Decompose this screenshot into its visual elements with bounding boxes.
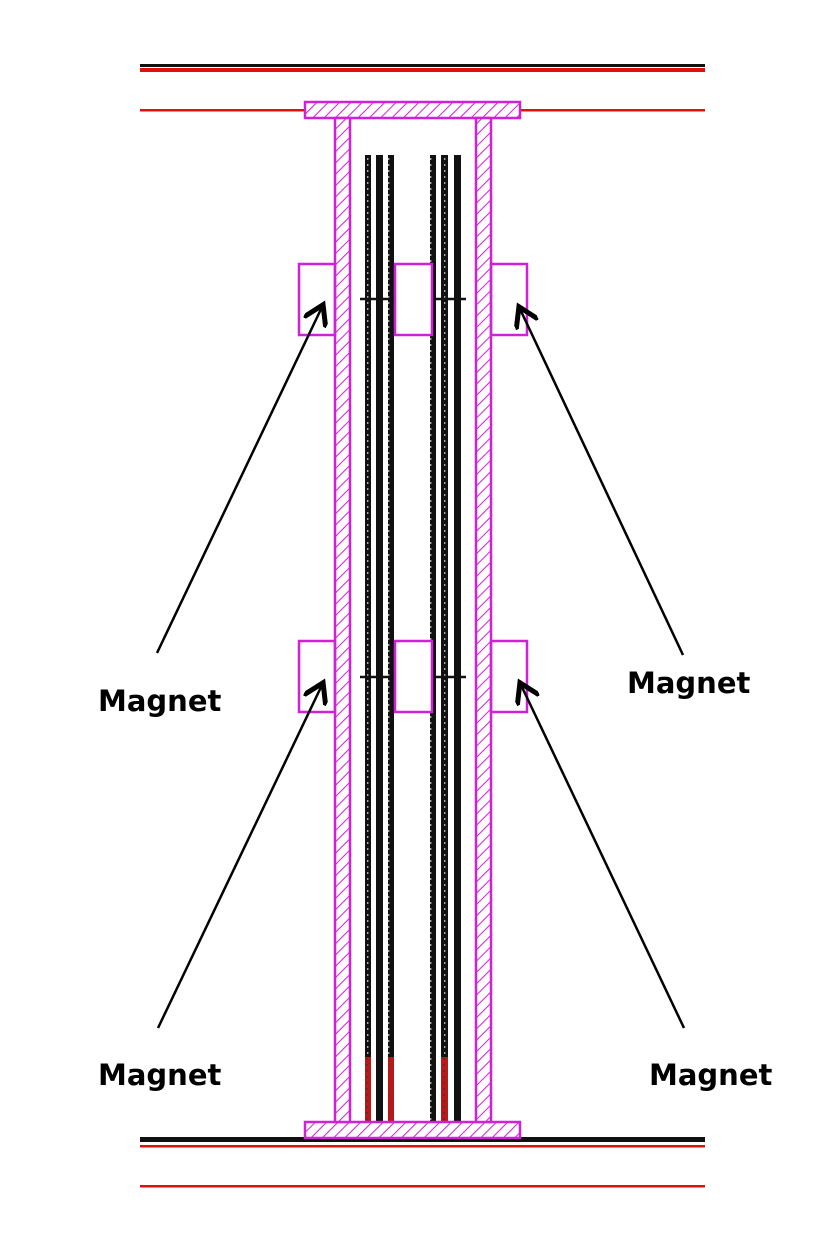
bottom-rail: [140, 1137, 705, 1188]
arrow-top-left: [155, 307, 322, 654]
magnet-bottom-right: [489, 639, 529, 714]
magnet-top-center: [393, 262, 434, 337]
label-magnet-top-right: Magnet: [627, 666, 751, 700]
label-magnet-bottom-right: Magnet: [649, 1058, 773, 1092]
magnet-top-right: [489, 262, 529, 337]
arrow-bottom-left: [156, 685, 322, 1029]
rods: [365, 155, 461, 1122]
rod: [441, 155, 448, 1122]
label-magnet-bottom-left: Magnet: [98, 1058, 222, 1092]
rod-tip: [388, 1057, 394, 1122]
right-tube-wall: [474, 116, 493, 1124]
rod-tip: [365, 1057, 371, 1122]
rod: [454, 155, 461, 1122]
arrow-top-right: [520, 309, 685, 656]
magnet-top-left: [297, 262, 337, 337]
magnet-bottom-center: [393, 639, 434, 714]
bottom-plate: [303, 1120, 522, 1140]
rod: [365, 155, 371, 1122]
rod: [388, 155, 394, 1122]
arrow-bottom-right: [521, 685, 686, 1029]
magnets: [297, 262, 529, 714]
rod: [376, 155, 383, 1122]
rod: [430, 155, 436, 1122]
label-magnet-top-left: Magnet: [98, 684, 222, 718]
magnet-bottom-left: [297, 639, 337, 714]
left-tube-wall: [333, 116, 352, 1124]
arrows: [155, 307, 686, 1029]
rod-tip: [441, 1057, 448, 1122]
top-plate: [303, 100, 522, 120]
tube-structure: [303, 100, 522, 1140]
